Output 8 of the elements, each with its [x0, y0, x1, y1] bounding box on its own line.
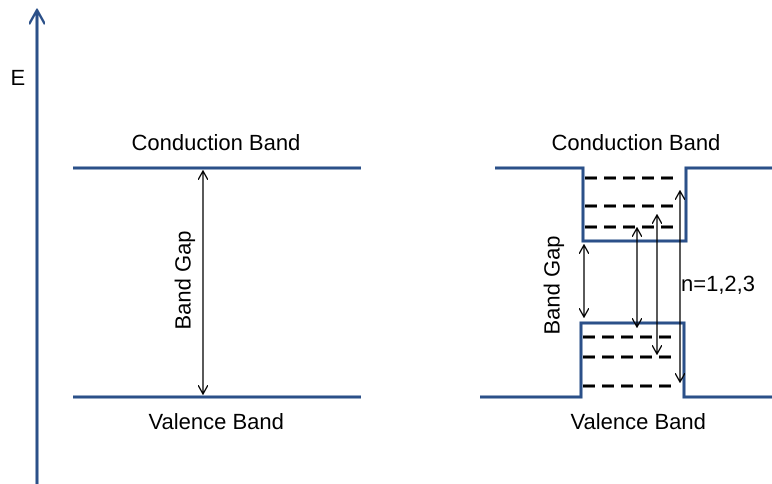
band-label: Conduction Band	[552, 132, 720, 154]
band-label: Conduction Band	[132, 132, 300, 154]
band-gap-label: Band Gap	[541, 235, 564, 335]
band-gap-label: Band Gap	[172, 230, 194, 330]
quantum-number-label: n=1,2,3	[681, 273, 756, 295]
band-label: Valence Band	[570, 411, 706, 433]
band-label: Valence Band	[148, 411, 284, 433]
axis-label: E	[10, 67, 26, 89]
